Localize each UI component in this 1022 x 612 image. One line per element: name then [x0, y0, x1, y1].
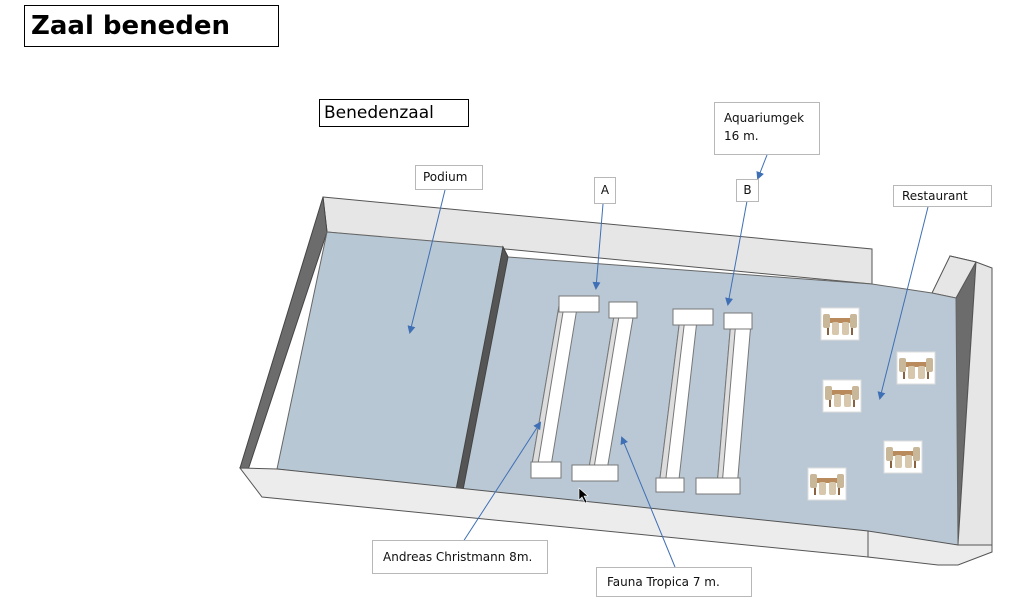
- table-row-4: [695, 312, 753, 495]
- table-row-2: [571, 301, 638, 482]
- front-walls: [238, 467, 993, 566]
- label-aquariumgek-length: 16 m.: [724, 129, 759, 143]
- hall-name: Benedenzaal: [319, 99, 469, 127]
- dining-set-icon: [807, 467, 847, 501]
- dining-set-icon: [820, 307, 860, 341]
- cursor-icon: [578, 487, 589, 504]
- label-restaurant: Restaurant: [893, 185, 992, 207]
- label-a: A: [594, 177, 616, 204]
- table-row-3: [655, 308, 714, 493]
- label-fauna-tropica: Fauna Tropica 7 m.: [596, 567, 752, 597]
- label-aquariumgek-name: Aquariumgek: [724, 111, 805, 125]
- label-podium: Podium: [415, 165, 483, 190]
- label-andreas-christmann: Andreas Christmann 8m.: [372, 540, 548, 574]
- arrow-icon: [407, 154, 929, 568]
- label-b: B: [736, 179, 759, 202]
- dining-set-icon: [822, 379, 862, 413]
- dining-set-icon: [883, 440, 923, 474]
- page-title: Zaal beneden: [24, 5, 279, 47]
- label-aquariumgek: Aquariumgek 16 m.: [714, 102, 820, 155]
- dining-set-icon: [896, 351, 936, 385]
